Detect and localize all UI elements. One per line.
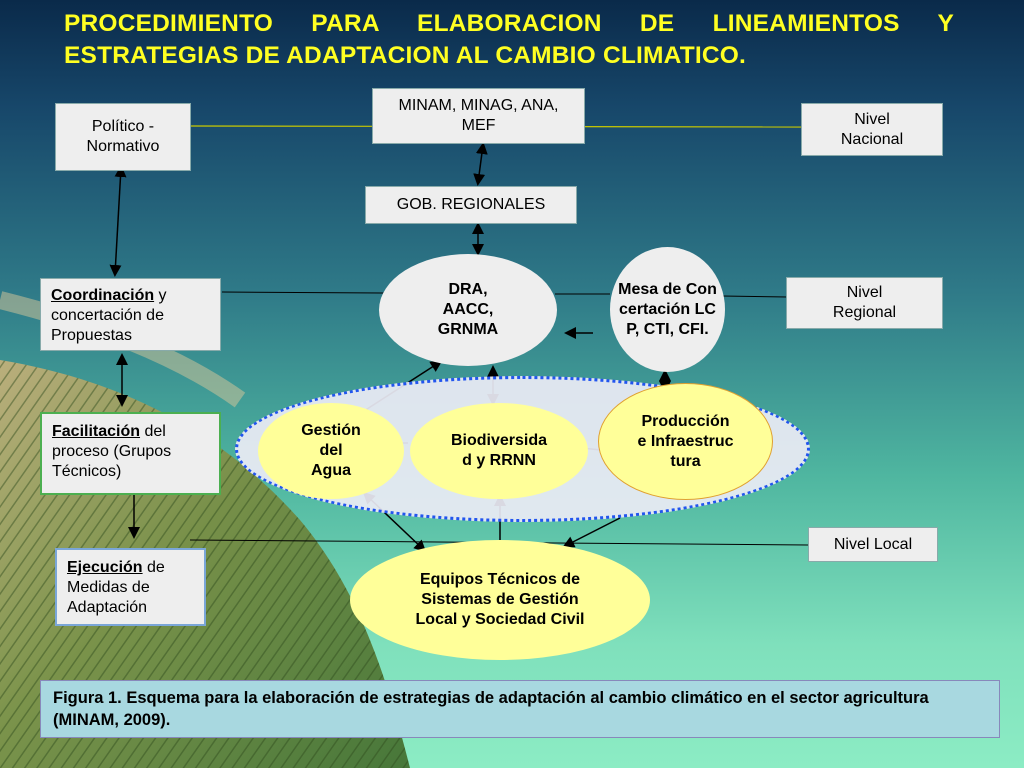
dra-label: DRA, AACC, GRNMA xyxy=(437,281,499,338)
gob-regionales-label: GOB. REGIONALES xyxy=(396,196,546,213)
produccion-ellipse: Producción e Infraestructura xyxy=(598,383,773,500)
dra-ellipse: DRA, AACC, GRNMA xyxy=(379,254,557,366)
nivel-regional-box: Nivel Regional xyxy=(786,277,943,329)
minam-box: MINAM, MINAG, ANA, MEF xyxy=(372,88,585,144)
politico-label: Político - Normativo xyxy=(86,118,160,155)
nivel-nacional-box: Nivel Nacional xyxy=(801,103,943,156)
coordinacion-rest: y concertación de Propuestas xyxy=(51,287,167,344)
produccion-label: Producción e Infraestructura xyxy=(637,412,734,470)
facilitacion-rest: del proceso (Grupos Técnicos) xyxy=(52,423,172,480)
coordinacion-box: Coordinación y concertación de Propuesta… xyxy=(40,278,221,351)
gob-regionales-box: GOB. REGIONALES xyxy=(365,186,577,224)
gestion-agua-label: Gestión del Agua xyxy=(301,422,361,479)
nivel-nacional-label: Nivel Nacional xyxy=(840,110,904,148)
facilitacion-bold: Facilitación xyxy=(52,423,141,440)
page-title: PROCEDIMIENTO PARA ELABORACION DE LINEAM… xyxy=(64,10,954,69)
equipos-label: Equipos Técnicos de Sistemas de Gestión … xyxy=(415,571,585,628)
coordinacion-text: Coordinación y concertación de Propuesta… xyxy=(51,286,220,346)
ejecucion-text: Ejecución de Medidas de Adaptación xyxy=(67,558,204,618)
ejecucion-box: Ejecución de Medidas de Adaptación xyxy=(55,548,206,626)
mesa-concertacion-ellipse: Mesa de Concertación LCP, CTI, CFI. xyxy=(610,247,725,372)
gestion-agua-ellipse: Gestión del Agua xyxy=(258,403,404,499)
coordinacion-bold: Coordinación xyxy=(51,287,155,304)
nivel-local-box: Nivel Local xyxy=(808,527,938,562)
politico-normativo-box: Político - Normativo xyxy=(55,103,191,171)
equipos-tecnicos-ellipse: Equipos Técnicos de Sistemas de Gestión … xyxy=(350,540,650,660)
nivel-regional-label: Nivel Regional xyxy=(832,284,897,321)
facilitacion-box: Facilitación del proceso (Grupos Técnico… xyxy=(40,412,221,495)
biodiversidad-ellipse: Biodiversidad y RRNN xyxy=(410,403,588,499)
biodiversidad-label: Biodiversidad y RRNN xyxy=(450,432,548,469)
nivel-local-label: Nivel Local xyxy=(833,535,913,553)
figure-caption: Figura 1. Esquema para la elaboración de… xyxy=(40,680,1000,738)
ejecucion-bold: Ejecución xyxy=(67,559,143,576)
ejecucion-rest: de Medidas de Adaptación xyxy=(67,559,165,616)
facilitacion-text: Facilitación del proceso (Grupos Técnico… xyxy=(52,422,219,482)
mesa-label: Mesa de Concertación LCP, CTI, CFI. xyxy=(618,280,717,338)
minam-label: MINAM, MINAG, ANA, MEF xyxy=(398,97,559,134)
